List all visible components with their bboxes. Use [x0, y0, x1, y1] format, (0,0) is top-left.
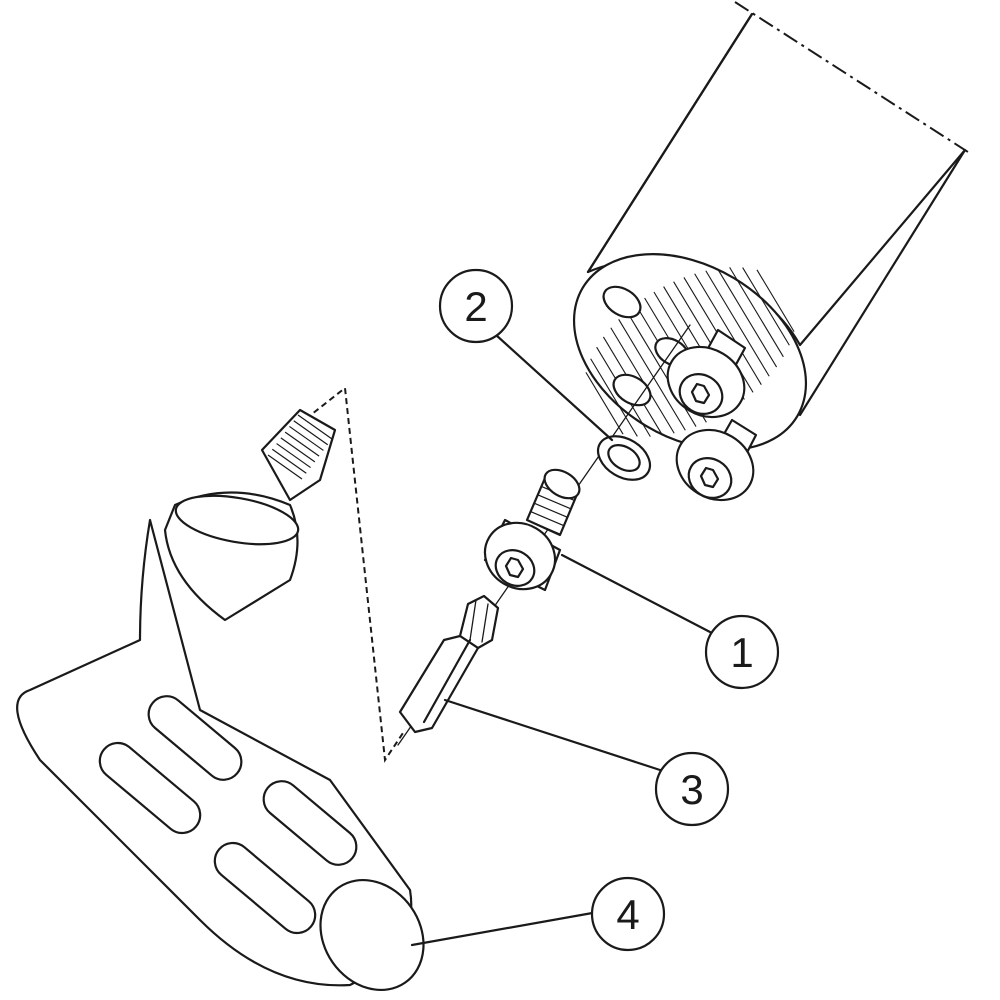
nose-thread-lines — [267, 414, 333, 480]
mounting-hole — [612, 373, 652, 407]
detail-line — [284, 431, 320, 457]
leader-line-1 — [560, 553, 712, 634]
detail-line — [280, 437, 316, 463]
detail-line — [276, 443, 311, 469]
detail-line — [526, 519, 561, 535]
callout-1: 1 — [704, 614, 780, 690]
cap-screw — [483, 468, 581, 592]
detail-line — [729, 267, 784, 358]
callout-3: 3 — [654, 751, 730, 827]
leader-line-2 — [494, 333, 614, 442]
detail-line — [533, 502, 568, 518]
callout-label-4: 4 — [616, 891, 639, 938]
installed-cap-screw — [666, 328, 747, 419]
detail-line — [756, 269, 795, 332]
callout-4: 4 — [590, 876, 666, 952]
callout-label-2: 2 — [464, 283, 487, 330]
serration-lines — [585, 267, 795, 437]
leader-line-4 — [410, 910, 600, 947]
detail-line — [618, 319, 686, 431]
detail-line — [705, 270, 770, 377]
detail-line — [267, 454, 303, 480]
detail-line — [289, 425, 324, 451]
leader-line-3 — [443, 698, 662, 772]
detail-line — [293, 420, 329, 446]
torx-bit — [398, 594, 500, 734]
detail-line — [585, 372, 624, 435]
detail-line — [742, 267, 790, 346]
detail-line — [716, 268, 778, 368]
detail-line — [271, 448, 307, 474]
callout-2: 2 — [438, 268, 514, 344]
detail-line — [694, 273, 762, 385]
o-ring — [596, 435, 652, 481]
installed-cap-screw — [675, 418, 758, 502]
grip-slot — [262, 780, 358, 866]
detail-line — [297, 414, 333, 440]
detail-line — [530, 511, 564, 527]
callout-label-3: 3 — [680, 766, 703, 813]
callout-label-1: 1 — [730, 629, 753, 676]
grip-slot — [147, 695, 243, 781]
screwdriver-handle — [16, 386, 425, 992]
detail-line — [590, 358, 638, 437]
detail-line — [537, 494, 572, 510]
mounting-hole — [602, 285, 642, 319]
grip-slot — [213, 841, 317, 935]
grip-slot — [98, 741, 202, 835]
